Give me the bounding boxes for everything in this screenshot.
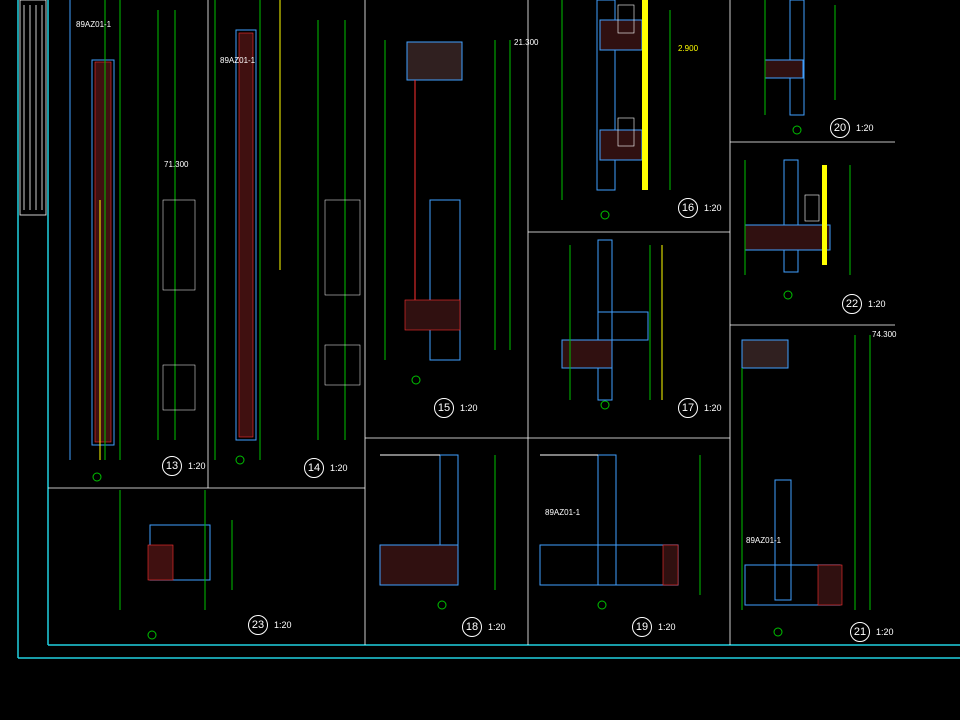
- detail-18-section: [379, 454, 496, 610]
- detail-title-22: 22 1:20: [842, 294, 886, 314]
- tag-label-d: 89AZ01-1: [746, 536, 782, 545]
- detail-15-section: [384, 40, 511, 385]
- detail-19-section: [539, 454, 701, 610]
- detail-17-section: [561, 239, 663, 410]
- panel-dividers: [48, 0, 895, 645]
- title-block: [19, 0, 47, 216]
- detail-scale-21: 1:20: [876, 627, 894, 637]
- detail-number-14: 14: [304, 458, 324, 478]
- detail-title-21: 21 1:20: [850, 622, 894, 642]
- detail-scale-15: 1:20: [460, 403, 478, 413]
- detail-scale-18: 1:20: [488, 622, 506, 632]
- detail-number-18: 18: [462, 617, 482, 637]
- detail-number-22: 22: [842, 294, 862, 314]
- detail-scale-16: 1:20: [704, 203, 722, 213]
- detail-scale-14: 1:20: [330, 463, 348, 473]
- detail-number-17: 17: [678, 398, 698, 418]
- elevation-label-3: 74.300: [872, 330, 897, 339]
- detail-title-17: 17 1:20: [678, 398, 722, 418]
- detail-number-23: 23: [248, 615, 268, 635]
- detail-14-section: [214, 0, 361, 465]
- detail-scale-22: 1:20: [868, 299, 886, 309]
- detail-20-section: [764, 0, 836, 135]
- detail-number-16: 16: [678, 198, 698, 218]
- detail-scale-17: 1:20: [704, 403, 722, 413]
- elevation-label-4: 21.300: [514, 38, 539, 47]
- detail-22-section: [744, 159, 851, 300]
- tag-label-a: 89AZ01-1: [76, 20, 112, 29]
- detail-title-23: 23 1:20: [248, 615, 292, 635]
- detail-title-20: 20 1:20: [830, 118, 874, 138]
- detail-title-15: 15 1:20: [434, 398, 478, 418]
- detail-13-section: [69, 0, 196, 482]
- tag-label-c: 89AZ01-1: [545, 508, 581, 517]
- detail-scale-13: 1:20: [188, 461, 206, 471]
- detail-scale-19: 1:20: [658, 622, 676, 632]
- detail-number-21: 21: [850, 622, 870, 642]
- detail-title-16: 16 1:20: [678, 198, 722, 218]
- detail-21-section: [741, 335, 871, 637]
- elevation-label-1: 2.900: [678, 44, 699, 53]
- detail-number-20: 20: [830, 118, 850, 138]
- detail-number-13: 13: [162, 456, 182, 476]
- detail-number-19: 19: [632, 617, 652, 637]
- detail-number-15: 15: [434, 398, 454, 418]
- detail-title-18: 18 1:20: [462, 617, 506, 637]
- elevation-label-2: 71.300: [164, 160, 189, 169]
- detail-scale-20: 1:20: [856, 123, 874, 133]
- tag-label-b: 89AZ01-1: [220, 56, 256, 65]
- detail-title-19: 19 1:20: [632, 617, 676, 637]
- detail-title-14: 14 1:20: [304, 458, 348, 478]
- detail-16-section: [561, 0, 671, 220]
- sheet-frame: [17, 0, 960, 659]
- detail-title-13: 13 1:20: [162, 456, 206, 476]
- detail-scale-23: 1:20: [274, 620, 292, 630]
- detail-23-section: [119, 490, 233, 640]
